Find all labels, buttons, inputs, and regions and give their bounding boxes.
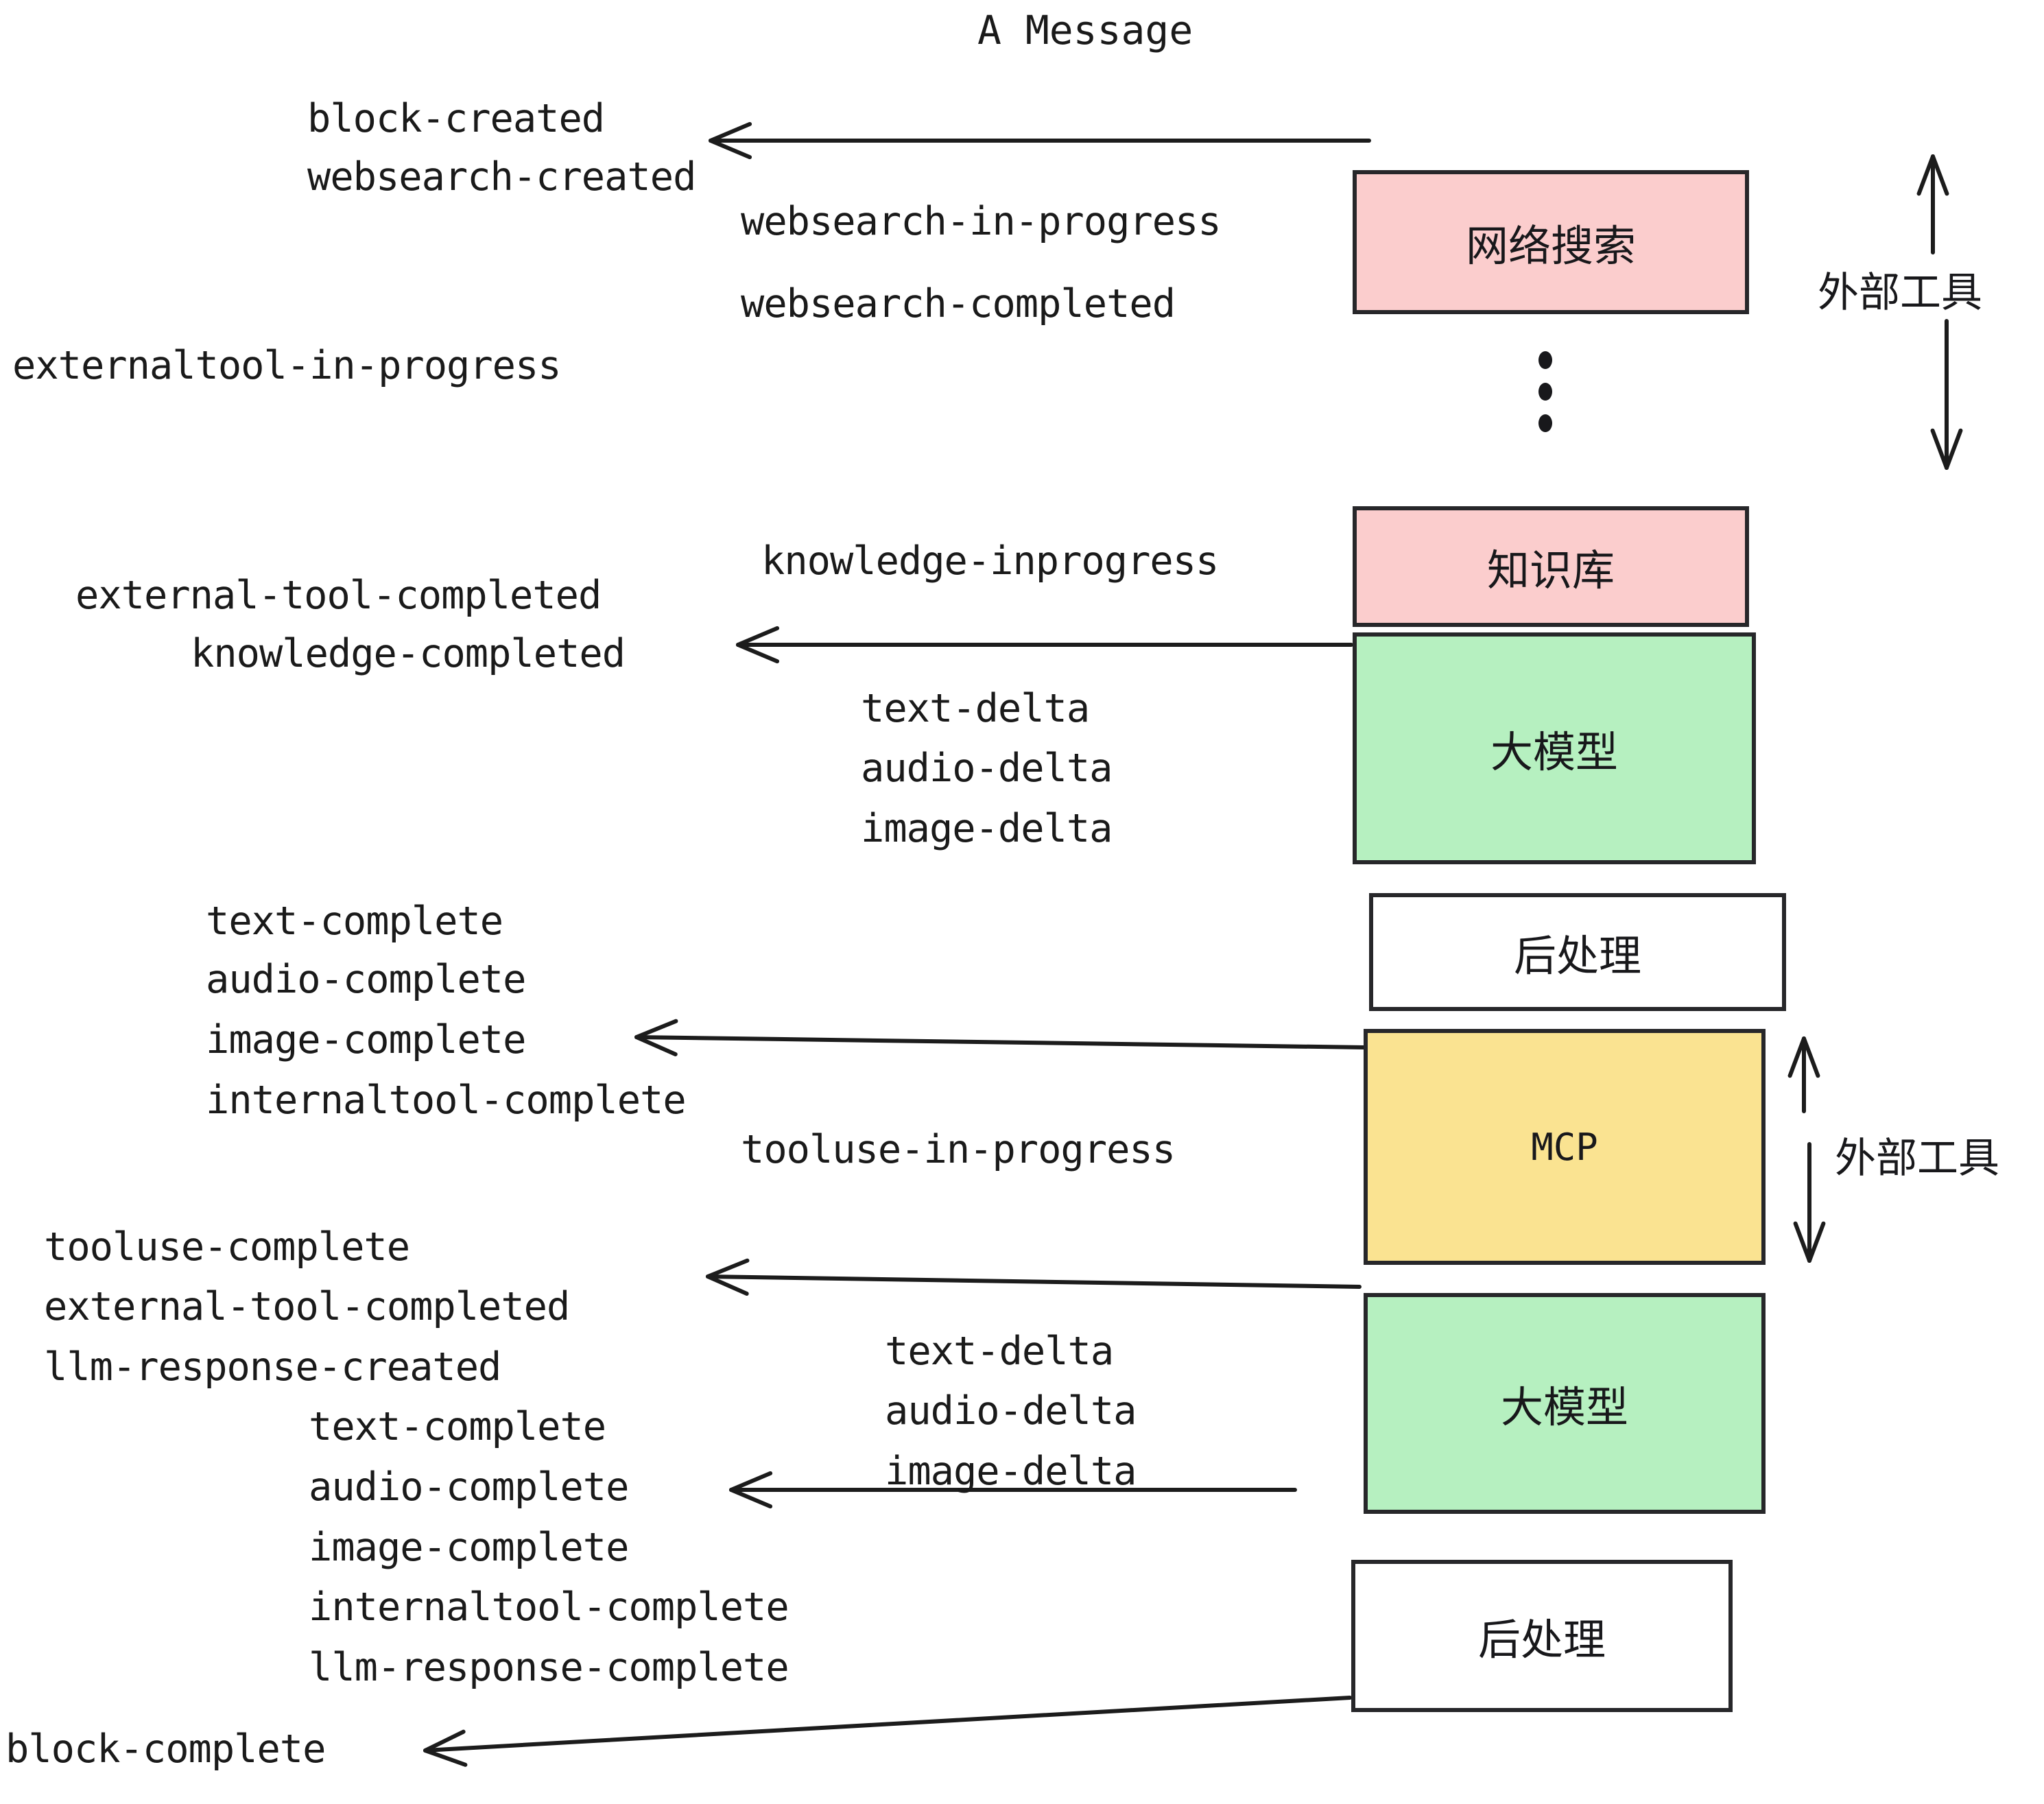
ellipsis-dot <box>1538 414 1552 432</box>
box-label: 后处理 <box>1477 1615 1606 1665</box>
ellipsis-dot <box>1538 383 1552 401</box>
scope-bottom-up <box>1787 1036 1820 1113</box>
event-label-text-complete-1: text-complete <box>206 899 503 944</box>
event-label-internaltool-complete-1: internaltool-complete <box>206 1078 687 1123</box>
box-label: 后处理 <box>1513 931 1641 981</box>
scope-label-external-tool-bottom: 外部工具 <box>1835 1135 1999 1183</box>
event-label-image-delta-1: image-delta <box>861 806 1113 851</box>
page-title: A Message <box>977 7 1193 54</box>
box-llm-bottom: 大模型 <box>1364 1293 1766 1514</box>
event-label-externaltool-in-progress: externaltool-in-progress <box>12 343 562 388</box>
event-label-text-complete-2: text-complete <box>309 1404 606 1449</box>
box-label: 大模型 <box>1500 1382 1628 1432</box>
arrow-tooluse-complete <box>706 1258 1362 1296</box>
event-label-internaltool-complete-2: internaltool-complete <box>309 1585 789 1630</box>
event-label-knowledge-inprogress: knowledge-inprogress <box>761 538 1219 584</box>
event-label-tooluse-complete: tooluse-complete <box>44 1224 410 1270</box>
scope-bottom-down <box>1793 1142 1826 1263</box>
event-label-tooluse-in-progress: tooluse-in-progress <box>741 1127 1176 1172</box>
scope-top-up <box>1916 154 1949 254</box>
event-label-websearch-in-progress: websearch-in-progress <box>741 199 1222 244</box>
event-label-external-tool-completed-2: external-tool-completed <box>44 1284 570 1329</box>
arrow-knowledge-completed <box>736 626 1353 664</box>
event-label-block-created: block-created <box>307 96 605 141</box>
event-label-audio-delta-1: audio-delta <box>861 746 1113 791</box>
box-label: MCP <box>1531 1125 1598 1169</box>
box-label: 知识库 <box>1486 545 1615 595</box>
box-postprocess-top: 后处理 <box>1369 893 1786 1011</box>
arrow-block-complete <box>423 1696 1352 1767</box>
event-label-external-tool-completed-1: external-tool-completed <box>75 573 602 618</box>
box-knowledge: 知识库 <box>1353 506 1749 627</box>
box-mcp: MCP <box>1364 1029 1766 1265</box>
box-llm-top: 大模型 <box>1353 632 1756 864</box>
event-label-llm-response-created: llm-response-created <box>44 1344 501 1390</box>
event-label-audio-complete-1: audio-complete <box>206 957 526 1002</box>
event-label-text-delta-1: text-delta <box>861 686 1090 731</box>
box-postprocess-bottom: 后处理 <box>1351 1560 1733 1712</box>
arrow-block-created <box>709 121 1371 160</box>
event-label-websearch-completed: websearch-completed <box>741 281 1176 327</box>
scope-label-external-tool-top: 外部工具 <box>1818 269 1982 317</box>
event-label-image-complete-2: image-complete <box>309 1525 629 1570</box>
event-label-audio-delta-2: audio-delta <box>885 1388 1137 1434</box>
event-label-llm-response-complete: llm-response-complete <box>309 1645 789 1690</box>
event-label-knowledge-completed: knowledge-completed <box>191 631 626 676</box>
box-websearch: 网络搜索 <box>1353 170 1749 314</box>
event-label-text-delta-2: text-delta <box>885 1329 1114 1374</box>
event-label-image-delta-2: image-delta <box>885 1449 1137 1494</box>
event-label-block-complete: block-complete <box>5 1726 326 1772</box>
event-label-image-complete-1: image-complete <box>206 1017 526 1063</box>
box-label: 大模型 <box>1490 727 1618 777</box>
event-label-audio-complete-2: audio-complete <box>309 1464 629 1510</box>
event-label-websearch-created: websearch-created <box>307 154 696 200</box>
scope-top-down <box>1930 319 1963 470</box>
ellipsis-dot <box>1538 351 1552 369</box>
arrow-image-complete <box>634 1019 1367 1056</box>
box-label: 网络搜索 <box>1465 221 1636 271</box>
